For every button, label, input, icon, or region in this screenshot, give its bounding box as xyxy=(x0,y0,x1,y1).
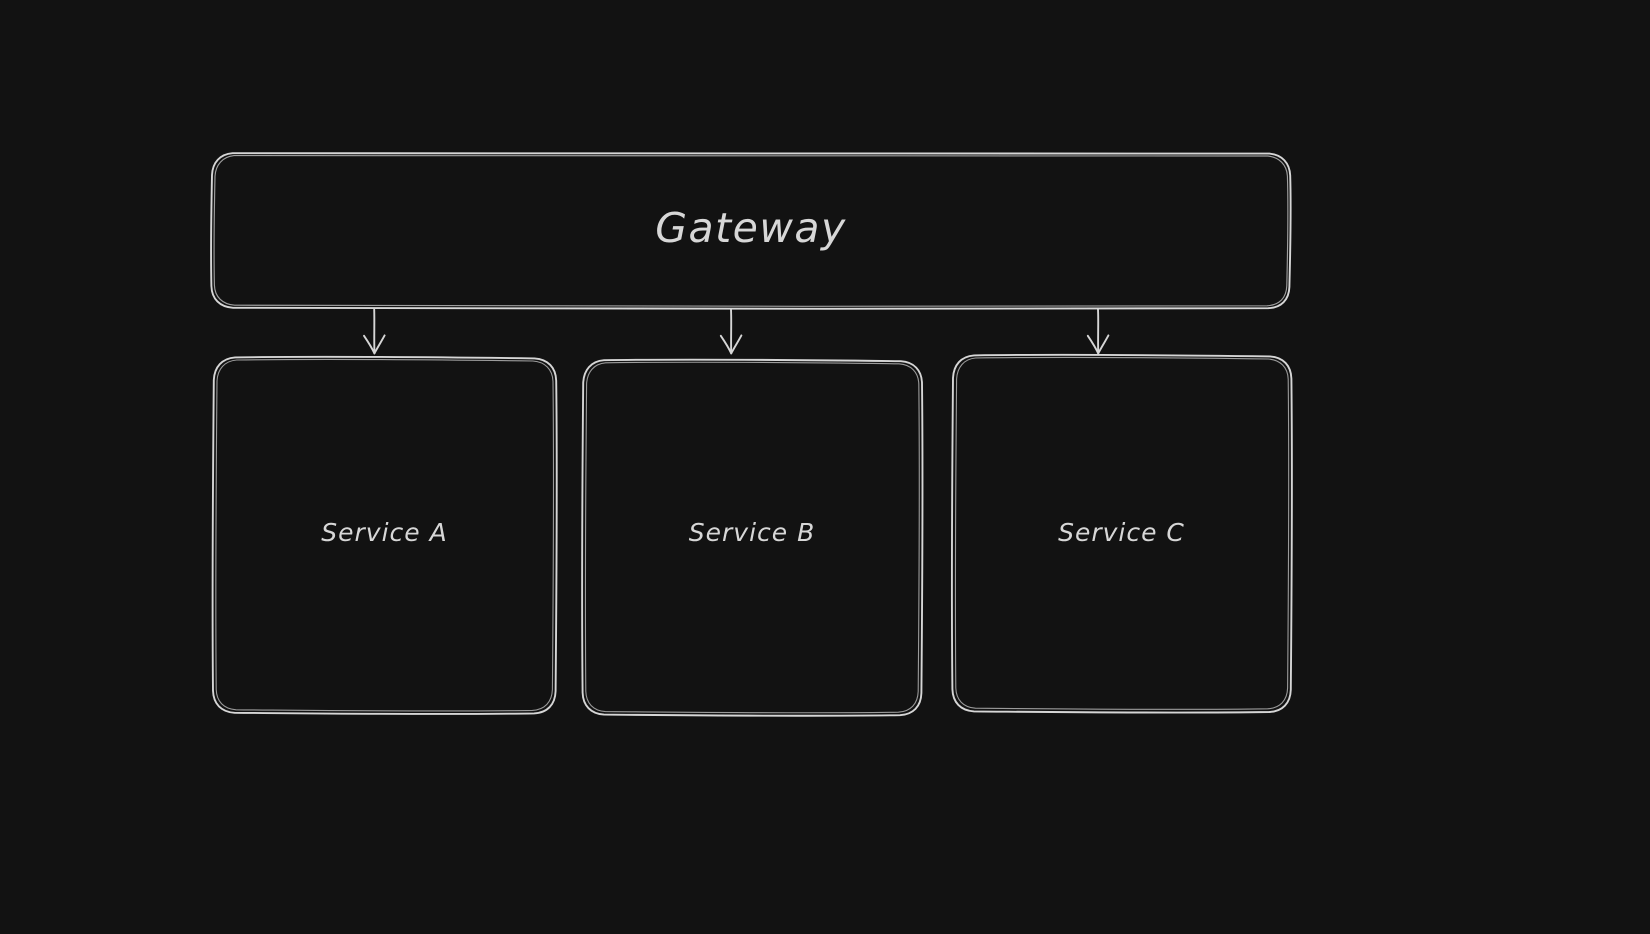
node-service-a[interactable] xyxy=(213,357,556,714)
node-service-b-shape[interactable] xyxy=(581,358,924,717)
node-service-b[interactable] xyxy=(582,360,922,716)
edge-gateway-service-b[interactable] xyxy=(719,308,743,355)
node-service-a-shape[interactable] xyxy=(211,355,558,715)
node-service-c[interactable] xyxy=(952,355,1291,714)
edge-gateway-service-c[interactable] xyxy=(1086,308,1110,355)
edge-gateway-service-a[interactable] xyxy=(363,308,386,355)
node-service-c-shape[interactable] xyxy=(950,353,1293,714)
node-gateway[interactable] xyxy=(211,152,1291,309)
